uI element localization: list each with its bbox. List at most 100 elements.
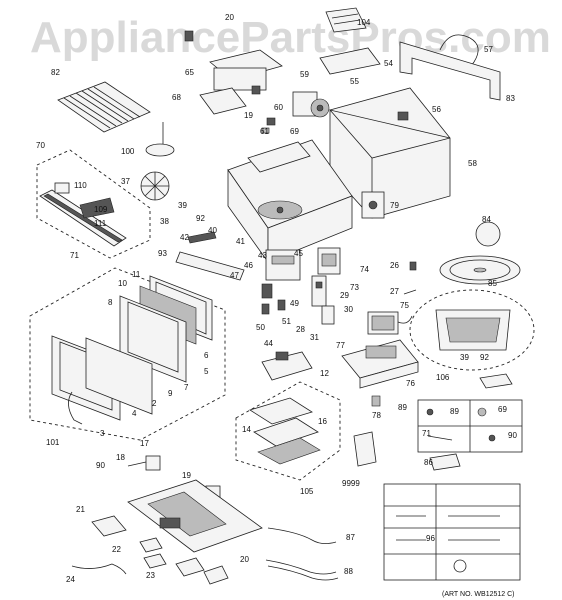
callout-93: 93 — [158, 249, 167, 258]
callout-60: 60 — [274, 103, 283, 112]
callout-3: 3 — [100, 429, 105, 438]
callout-7: 7 — [184, 383, 189, 392]
callout-79: 79 — [390, 201, 399, 210]
lamp-cover-20a — [175, 557, 205, 577]
thermal-cutout — [409, 261, 417, 271]
callout-71: 71 — [70, 251, 79, 260]
lamp-cover-21 — [91, 515, 127, 537]
callout-96: 96 — [426, 534, 435, 543]
installation-hardware-box — [383, 483, 521, 581]
callout-47: 47 — [230, 271, 239, 280]
callout-85: 85 — [488, 279, 497, 288]
grill-rack — [57, 81, 151, 133]
charcoal-filter — [145, 143, 175, 157]
lamp-cover-22 — [139, 537, 163, 553]
lamp-cover-20b — [203, 565, 229, 585]
callout-111: 111 — [94, 219, 107, 228]
callout-28: 28 — [296, 325, 305, 334]
callout-41: 41 — [236, 237, 245, 246]
callout-31: 31 — [310, 333, 319, 342]
callout-109: 109 — [94, 205, 108, 214]
callout-24: 24 — [66, 575, 75, 584]
callout-6: 6 — [204, 351, 209, 360]
callout-73: 73 — [350, 283, 359, 292]
callout-69: 69 — [290, 127, 299, 136]
callout-39: 39 — [460, 353, 469, 362]
callout-9999: 9999 — [342, 479, 360, 488]
callout-51: 51 — [282, 317, 291, 326]
callout-61: 61 — [260, 127, 269, 136]
light-cover — [187, 231, 217, 244]
callout-8: 8 — [108, 298, 113, 307]
oven-cavity — [227, 139, 353, 264]
switch-b — [277, 299, 286, 311]
control-board — [261, 351, 313, 381]
callout-5: 5 — [204, 367, 209, 376]
damper-assembly — [184, 30, 283, 95]
callout-22: 22 — [112, 545, 121, 554]
callout-12: 12 — [320, 369, 329, 378]
callout-46: 46 — [244, 261, 253, 270]
callout-29: 29 — [340, 291, 349, 300]
callout-20: 20 — [240, 555, 249, 564]
callout-14: 14 — [242, 425, 251, 434]
callout-43: 43 — [258, 251, 267, 260]
fuse — [261, 127, 270, 134]
callout-87: 87 — [346, 533, 355, 542]
vent-plate — [199, 87, 247, 115]
callout-27: 27 — [390, 287, 399, 296]
callout-76: 76 — [406, 379, 415, 388]
cavity-insert — [435, 309, 511, 351]
callout-10: 10 — [118, 279, 127, 288]
washer-69 — [477, 407, 487, 417]
callout-55: 55 — [350, 77, 359, 86]
callout-78: 78 — [372, 411, 381, 420]
callout-56: 56 — [432, 105, 441, 114]
callout-86: 86 — [424, 458, 433, 467]
callout-89: 89 — [398, 403, 407, 412]
callout-106: 106 — [436, 373, 450, 382]
callout-18: 18 — [116, 453, 125, 462]
callout-40: 40 — [208, 226, 217, 235]
callout-20: 20 — [225, 13, 234, 22]
waveguide-cover — [175, 251, 245, 281]
bottom-plate — [127, 479, 263, 553]
callout-58: 58 — [468, 159, 477, 168]
callout-92: 92 — [480, 353, 489, 362]
callout-105: 105 — [300, 487, 314, 496]
wire-harness-87 — [267, 527, 337, 544]
filter-kit-outline — [235, 381, 341, 481]
callout-37: 37 — [121, 177, 130, 186]
callout-17: 17 — [140, 439, 149, 448]
roller-ring — [475, 221, 501, 247]
callout-2: 2 — [152, 399, 157, 408]
cavity-screws-outline — [409, 289, 535, 371]
callout-9: 9 — [168, 389, 173, 398]
callout-90: 90 — [96, 461, 105, 470]
callout-54: 54 — [384, 59, 393, 68]
callout-83: 83 — [506, 94, 515, 103]
art-number: (ART NO. WB12512 C) — [442, 591, 515, 598]
callout-101: 101 — [46, 438, 60, 447]
watermark-text: AppliancePartsPros.com — [30, 13, 551, 62]
exhaust-adaptor — [319, 47, 381, 75]
vent-grille-kit-outline — [36, 149, 151, 259]
callout-104: 104 — [357, 18, 371, 27]
thermostat — [266, 117, 276, 126]
callout-4: 4 — [132, 409, 137, 418]
callout-69: 69 — [498, 405, 507, 414]
mounting-plate — [399, 41, 501, 101]
callout-49: 49 — [290, 299, 299, 308]
callout-59: 59 — [300, 70, 309, 79]
callout-16: 16 — [318, 417, 327, 426]
callout-89: 89 — [450, 407, 459, 416]
callout-19: 19 — [182, 471, 191, 480]
callout-65: 65 — [185, 68, 194, 77]
callout-110: 110 — [74, 181, 87, 190]
callout-71: 71 — [422, 429, 431, 438]
stirrer-fan — [140, 171, 170, 201]
vent-grille-panel — [39, 182, 127, 247]
door-assembly-outline — [29, 267, 226, 441]
template-sheet — [429, 453, 461, 471]
